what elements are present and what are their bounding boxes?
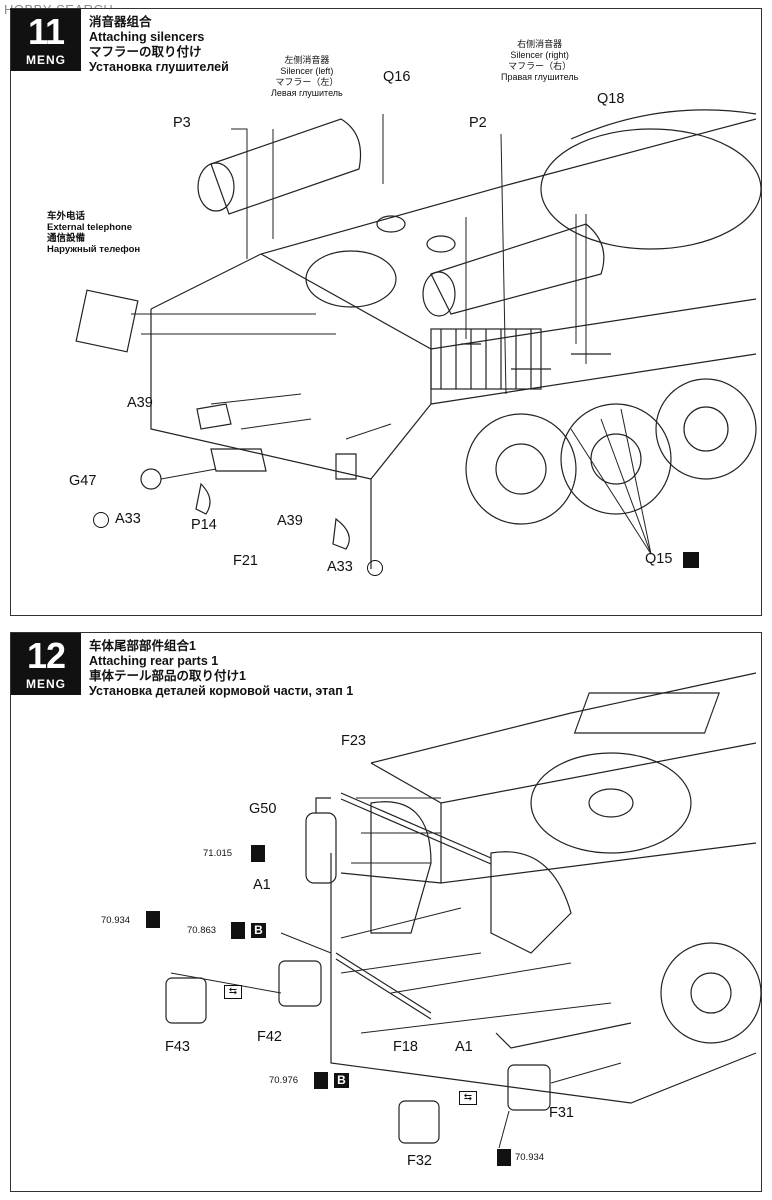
callout-phone-ru: Наружный телефон	[47, 244, 141, 255]
step-12-badge: 12 MENG	[11, 633, 81, 695]
callout-right-zh: 右侧消音器	[517, 39, 563, 49]
part-label-f21: F21	[233, 553, 258, 569]
brand-logo: MENG	[26, 53, 66, 67]
callout-phone-zh: 车外电话	[47, 211, 86, 222]
callout-right-ru: Правая глушитель	[501, 72, 579, 82]
paint-brush-icon	[497, 1149, 511, 1166]
step-number: 12	[26, 635, 66, 676]
step-11-title: 消音器组合 Attaching silencers マフラーの取り付け Уста…	[89, 15, 229, 75]
callout-left-zh: 左侧消音器	[284, 55, 330, 65]
paint-code: 70.863	[187, 925, 217, 936]
step-12-illustration	[165, 672, 761, 1149]
title-ja: マフラーの取り付け	[89, 45, 202, 59]
callout-phone-en: External telephone	[47, 222, 132, 233]
step-11-panel: 11 MENG 消音器组合 Attaching silencers マフラーの取…	[10, 8, 762, 616]
part-label-q15: Q15	[645, 551, 673, 567]
callout-silencer-right: 右侧消音器 Silencer (right) マフラー（右） Правая гл…	[501, 39, 578, 83]
part-label-a33: A33	[115, 511, 141, 527]
part-label-f32: F32	[407, 1153, 432, 1169]
paint-brush-icon	[251, 845, 265, 862]
title-zh: 车体尾部部件组合1	[89, 639, 196, 653]
step-11-badge: 11 MENG	[11, 9, 81, 71]
paint-brush-icon	[231, 922, 245, 939]
callout-left-ja: マフラー（左）	[275, 77, 339, 87]
part-label-a39: A39	[127, 395, 153, 411]
callout-right-en: Silencer (right)	[510, 50, 569, 60]
callout-left-ru: Левая глушитель	[271, 88, 343, 98]
part-label-f31: F31	[549, 1105, 574, 1121]
step-12-title: 车体尾部部件组合1 Attaching rear parts 1 車体テール部品…	[89, 639, 353, 699]
part-label-f43: F43	[165, 1039, 190, 1055]
part-label-p14: P14	[191, 517, 217, 533]
callout-silencer-left: 左侧消音器 Silencer (left) マフラー（左） Левая глуш…	[271, 55, 343, 99]
part-label-q16: Q16	[383, 69, 411, 85]
paint-brush-icon	[314, 1072, 328, 1089]
part-label-a39b: A39	[277, 513, 303, 529]
step-12-panel: 12 MENG 车体尾部部件组合1 Attaching rear parts 1…	[10, 632, 762, 1192]
title-en: Attaching rear parts 1	[89, 654, 219, 668]
part-label-g47: G47	[69, 473, 97, 489]
clear-part-icon	[683, 552, 699, 568]
title-en: Attaching silencers	[89, 30, 205, 44]
callout-left-en: Silencer (left)	[280, 66, 334, 76]
callout-telephone: 车外电话 External telephone 通信設備 Наружный те…	[47, 211, 140, 255]
part-label-a1b: A1	[455, 1039, 473, 1055]
part-label-q18: Q18	[597, 91, 625, 107]
paint-brush-icon	[146, 911, 160, 928]
glue-free-icon	[93, 512, 109, 528]
paint-code: 70.976	[269, 1075, 299, 1086]
part-label-f23: F23	[341, 733, 366, 749]
flip-icon: ⇆	[459, 1091, 477, 1105]
brand-logo: MENG	[26, 677, 66, 691]
part-label-a1: A1	[253, 877, 271, 893]
part-label-g50: G50	[249, 801, 277, 817]
paint-code: 71.015	[203, 848, 233, 859]
title-ja: 車体テール部品の取り付け1	[89, 669, 246, 683]
flip-icon: ⇆	[224, 985, 242, 999]
title-ru: Установка глушителей	[89, 60, 229, 74]
callout-right-ja: マフラー（右）	[508, 61, 572, 71]
paint-code: 70.934	[101, 915, 131, 926]
b-part-icon: B	[251, 923, 266, 938]
step-number: 11	[27, 11, 65, 52]
part-label-f18: F18	[393, 1039, 418, 1055]
callout-phone-ja: 通信設備	[47, 233, 86, 244]
part-label-p2: P2	[469, 115, 487, 131]
b-part-icon: B	[334, 1073, 349, 1088]
paint-code: 70.934	[515, 1152, 545, 1163]
part-label-a33b: A33	[327, 559, 353, 575]
part-label-f42: F42	[257, 1029, 282, 1045]
title-ru: Установка деталей кормовой части, этап 1	[89, 684, 354, 698]
glue-free-icon	[367, 560, 383, 576]
step-11-illustration	[75, 109, 761, 569]
part-label-p3: P3	[173, 115, 191, 131]
title-zh: 消音器组合	[89, 15, 152, 29]
